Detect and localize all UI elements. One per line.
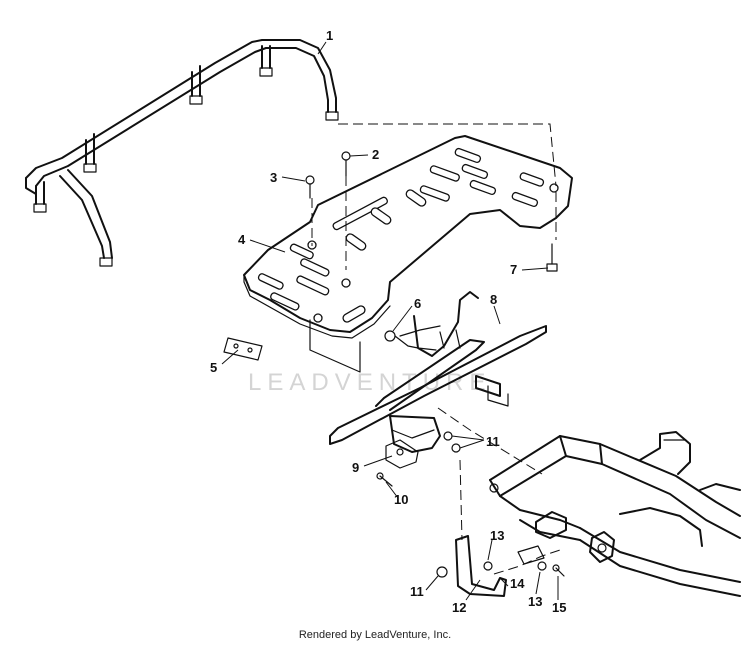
support-bracket-12 [455, 535, 507, 597]
callout-10: 10 [394, 492, 408, 507]
callout-14: 14 [510, 576, 525, 591]
callout-6: 6 [414, 296, 421, 311]
nut-11-upper [443, 431, 461, 453]
callout-3: 3 [270, 170, 277, 185]
callout-13-upper: 13 [490, 528, 504, 543]
callouts: 1 2 3 4 5 6 7 8 9 10 11 11 12 13 13 14 1… [210, 28, 566, 615]
callout-2: 2 [372, 147, 379, 162]
watermark-text: LEADVENTURE [248, 369, 491, 396]
callout-11-lower: 11 [410, 584, 424, 599]
alignment-lines [311, 123, 561, 575]
mount-bracket-9 [385, 439, 419, 469]
bolt-15 [552, 564, 565, 577]
bushing-13 [483, 561, 493, 571]
vehicle-frame [489, 431, 741, 597]
screw-2 [341, 151, 351, 177]
bolt-10 [376, 472, 393, 487]
screw-3 [305, 175, 315, 199]
callout-11-upper: 11 [486, 434, 500, 449]
callout-7: 7 [510, 262, 517, 277]
footer-credit: Rendered by LeadVenture, Inc. [298, 629, 452, 641]
callout-1: 1 [326, 28, 333, 43]
rack-bracket [329, 291, 547, 453]
callout-12: 12 [452, 600, 466, 615]
rack-rail [25, 39, 339, 267]
callout-13-lower: 13 [528, 594, 542, 609]
callout-8: 8 [490, 292, 497, 307]
bushing-13b [537, 561, 547, 571]
reflector [223, 337, 263, 361]
leader-lines [221, 41, 559, 601]
nut-11-lower [436, 566, 448, 578]
callout-15: 15 [552, 600, 566, 615]
rack-lock [384, 325, 441, 351]
callout-5: 5 [210, 360, 217, 375]
rack-plate [243, 135, 573, 373]
callout-4: 4 [238, 232, 246, 247]
pin-14 [517, 545, 545, 565]
callout-9: 9 [352, 460, 359, 475]
bolt-7 [546, 243, 558, 272]
